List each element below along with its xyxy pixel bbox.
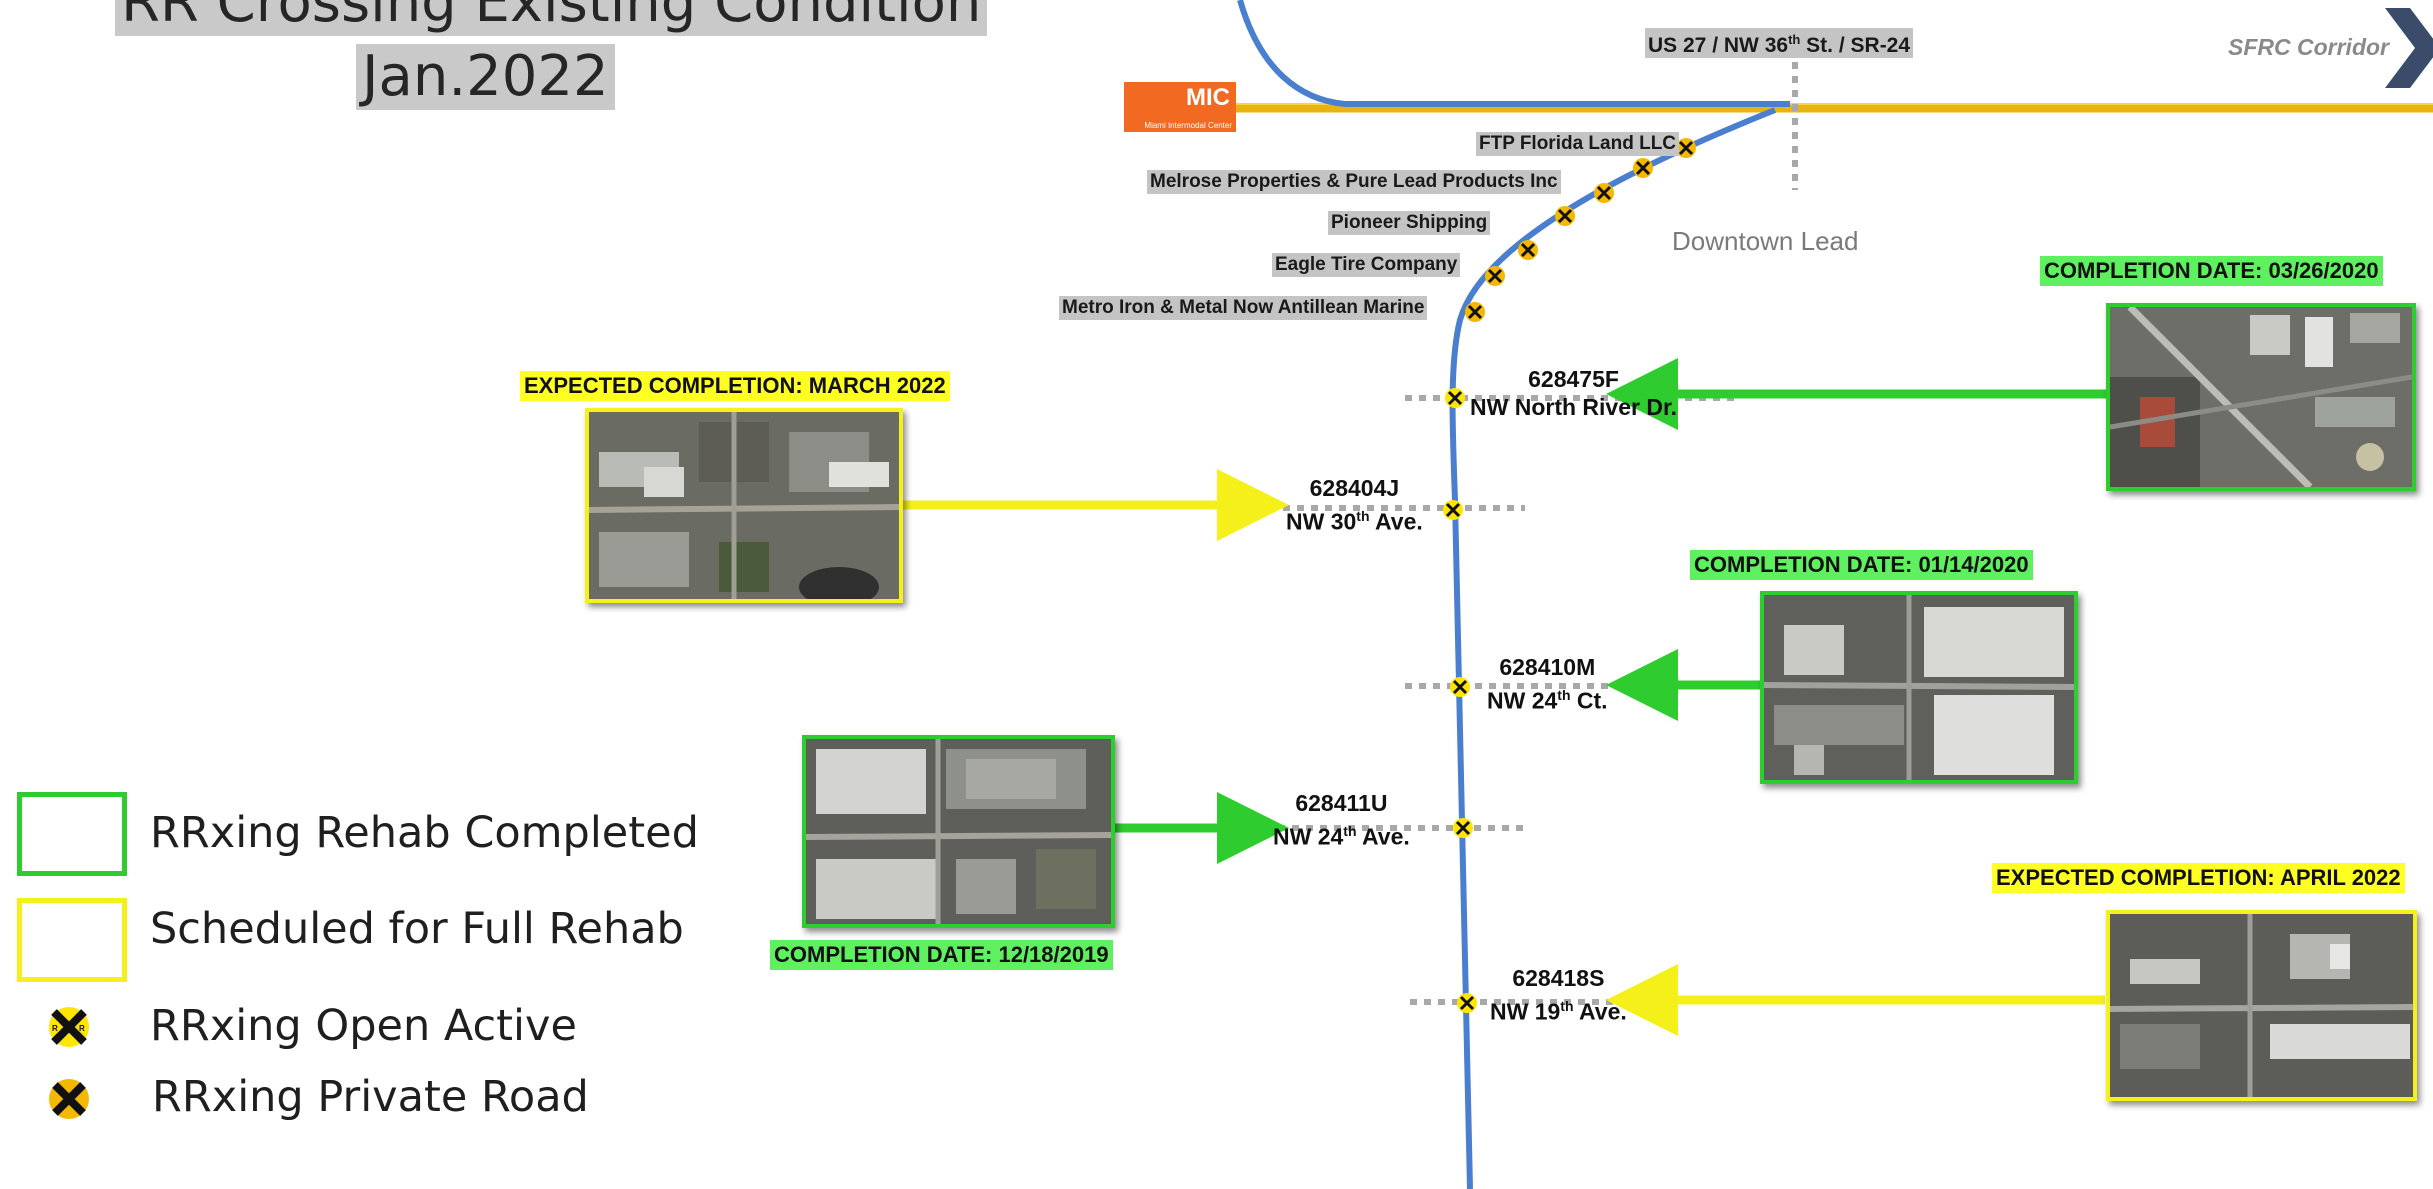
crossing-628411u: 628411U NW 24th Ave.: [1273, 789, 1410, 851]
crossing-street: NW 24th Ct.: [1487, 687, 1608, 714]
legend-private-label: RRxing Private Road: [152, 1072, 589, 1122]
crossing-street: NW 30th Ave.: [1286, 508, 1423, 535]
crossing-id: 628475F: [1528, 366, 1619, 392]
crossing-sign-icon: R R: [49, 1007, 89, 1047]
private-label-pioneer: Pioneer Shipping: [1328, 211, 1491, 235]
active-crossing-markers: [1443, 388, 1477, 1013]
status-north-river: COMPLETION DATE: 03/26/2020: [2040, 256, 2383, 286]
legend-scheduled-swatch: [17, 898, 127, 982]
crossing-id: 628410M: [1499, 654, 1596, 680]
crossing-628410m: 628410M NW 24th Ct.: [1487, 653, 1608, 715]
title-line2: Jan.2022: [356, 44, 615, 110]
mic-logo: MIC Miami Intermodal Center: [1124, 82, 1236, 132]
downtown-lead-label: Downtown Lead: [1672, 226, 1859, 256]
mic-logo-sub: Miami Intermodal Center: [1144, 121, 1232, 130]
aerial-photo-north-river[interactable]: [2106, 303, 2416, 491]
crossing-id: 628411U: [1295, 790, 1388, 816]
private-label-melrose: Melrose Properties & Pure Lead Products …: [1147, 170, 1561, 194]
legend-active-label: RRxing Open Active: [150, 1001, 577, 1051]
private-label-ftp: FTP Florida Land LLC: [1476, 132, 1680, 156]
svg-text:R: R: [79, 1024, 85, 1033]
crossing-street: NW 24th Ave.: [1273, 823, 1410, 850]
private-label-eagle: Eagle Tire Company: [1272, 253, 1461, 277]
svg-text:R: R: [52, 1024, 58, 1033]
legend-completed-swatch: [17, 792, 127, 876]
crossing-628475f: 628475F NW North River Dr.: [1470, 365, 1677, 421]
aerial-photo-nw19[interactable]: [2106, 910, 2417, 1101]
crossing-628404j: 628404J NW 30th Ave.: [1286, 474, 1423, 536]
us27-road-label: US 27 / NW 36th St. / SR-24: [1645, 28, 1914, 58]
legend-completed-label: RRxing Rehab Completed: [150, 808, 699, 858]
crossing-street: NW North River Dr.: [1470, 394, 1678, 420]
rail-loop: [1237, 0, 1790, 107]
corridor-chevron-icon: [2385, 8, 2433, 88]
private-label-metro: Metro Iron & Metal Now Antillean Marine: [1059, 296, 1428, 320]
private-crossing-markers: [1465, 138, 1696, 322]
status-nw30: EXPECTED COMPLETION: MARCH 2022: [520, 371, 950, 401]
status-nw24ct: COMPLETION DATE: 01/14/2020: [1690, 550, 2033, 580]
sfrc-corridor-label: SFRC Corridor: [2228, 34, 2389, 60]
aerial-photo-nw24ave[interactable]: [802, 735, 1115, 928]
mic-logo-label: MIC: [1186, 84, 1230, 111]
title-line1: RR Crossing Existing Condition: [115, 0, 988, 36]
status-nw24ave: COMPLETION DATE: 12/18/2019: [770, 940, 1113, 970]
crossing-628418s: 628418S NW 19th Ave.: [1490, 964, 1627, 1026]
crossing-id: 628418S: [1512, 965, 1605, 991]
aerial-photo-nw30[interactable]: [585, 408, 903, 603]
crossing-street: NW 19th Ave.: [1490, 998, 1627, 1025]
crossing-id: 628404J: [1309, 475, 1400, 501]
status-nw19: EXPECTED COMPLETION: APRIL 2022: [1992, 863, 2405, 893]
private-crossing-icon: [49, 1079, 89, 1119]
legend-scheduled-label: Scheduled for Full Rehab: [150, 904, 684, 954]
aerial-photo-nw24ct[interactable]: [1760, 591, 2078, 784]
